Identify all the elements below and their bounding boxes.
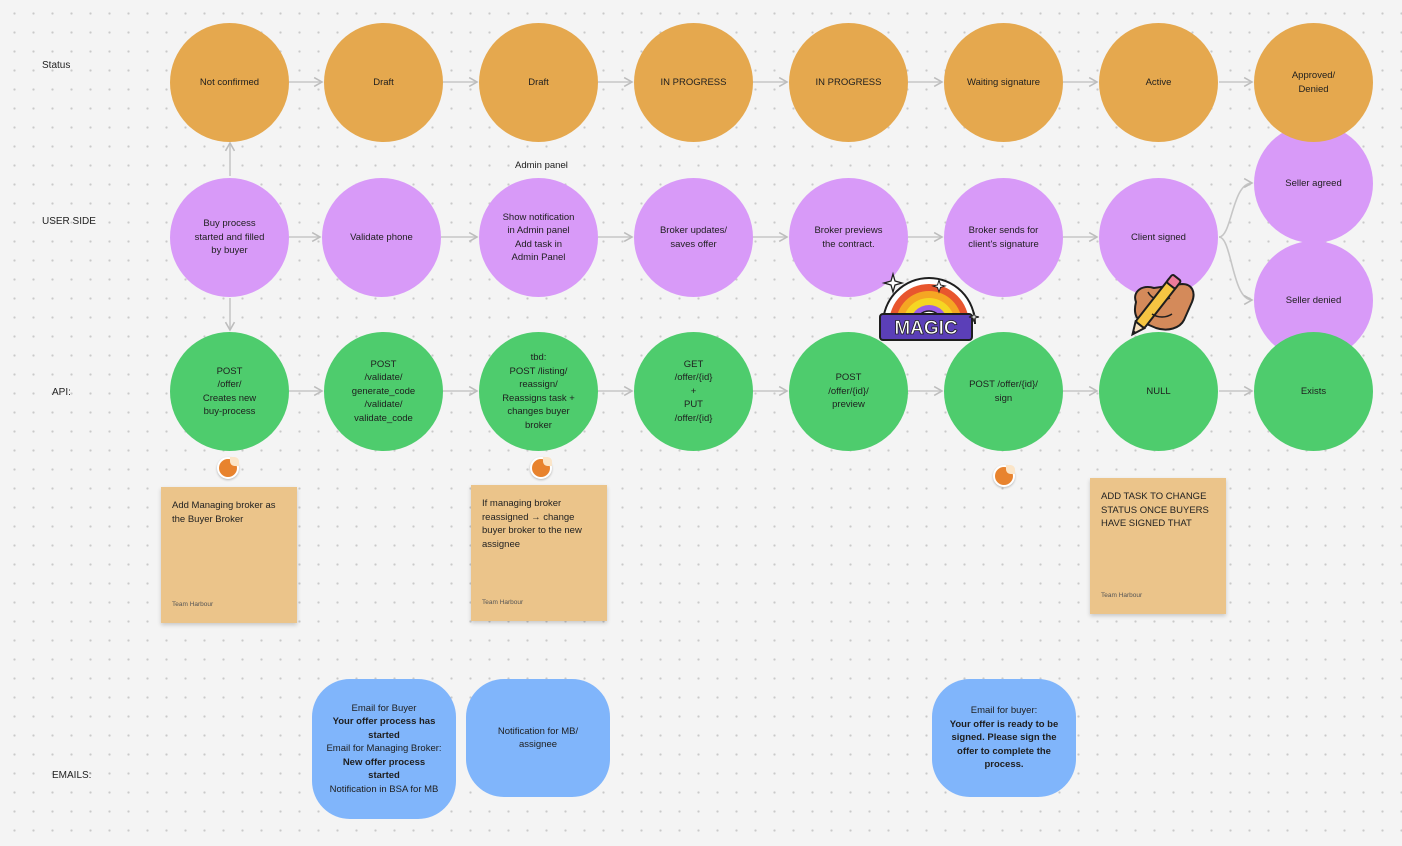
- writing-hand-icon: [1131, 274, 1195, 337]
- user-node[interactable]: Broker previews the contract.: [789, 178, 908, 297]
- email-line: Notification for MB/ assignee: [497, 725, 579, 751]
- email-line: Email for Buyer: [351, 702, 417, 714]
- row-label-user-side: USER SIDE: [42, 216, 96, 227]
- status-node[interactable]: Approved/ Denied: [1254, 23, 1373, 142]
- api-node[interactable]: NULL: [1099, 332, 1218, 451]
- sticky-note-author: Team Harbour: [482, 598, 524, 606]
- status-node[interactable]: Waiting signature: [944, 23, 1063, 142]
- email-subject: Your offer process has started: [332, 716, 436, 741]
- api-node[interactable]: POST /validate/ generate_code /validate/…: [324, 332, 443, 451]
- api-node[interactable]: POST /offer/{id}/ sign: [944, 332, 1063, 451]
- sticky-note-text: Add Managing broker as the Buyer Broker: [172, 500, 276, 525]
- magic-rainbow-sticker-icon: MAGIC: [879, 271, 980, 341]
- sticky-note-author: Team Harbour: [1101, 591, 1143, 599]
- email-subject: Your offer is ready to be signed. Please…: [949, 718, 1059, 771]
- sticky-note[interactable]: ADD TASK TO CHANGE STATUS ONCE BUYERS HA…: [1090, 478, 1226, 614]
- status-node[interactable]: IN PROGRESS: [634, 23, 753, 142]
- sticky-note-author: Team Harbour: [172, 600, 214, 608]
- email-card-buyer-sign[interactable]: Email for buyer: Your offer is ready to …: [932, 679, 1076, 797]
- status-node[interactable]: IN PROGRESS: [789, 23, 908, 142]
- api-node[interactable]: GET /offer/{id} + PUT /offer/{id}: [634, 332, 753, 451]
- status-node[interactable]: Active: [1099, 23, 1218, 142]
- sticky-note[interactable]: Add Managing broker as the Buyer Broker …: [161, 487, 297, 623]
- user-node[interactable]: Broker updates/ saves offer: [634, 178, 753, 297]
- user-node[interactable]: Validate phone: [322, 178, 441, 297]
- sticky-note-text: ADD TASK TO CHANGE STATUS ONCE BUYERS HA…: [1101, 491, 1209, 529]
- user-node[interactable]: Client signed: [1099, 178, 1218, 297]
- email-card-buyer-and-mb[interactable]: Email for Buyer Your offer process has s…: [312, 679, 456, 819]
- user-node[interactable]: Broker sends for client's signature: [944, 178, 1063, 297]
- user-node[interactable]: Buy process started and filled by buyer: [170, 178, 289, 297]
- api-node[interactable]: POST /offer/{id}/ preview: [789, 332, 908, 451]
- email-line: Email for buyer:: [970, 705, 1038, 717]
- connector-to-seller-agreed: [1218, 177, 1254, 238]
- comment-pin-icon[interactable]: [530, 457, 552, 479]
- connector-to-seller-denied: [1218, 236, 1254, 306]
- comment-pin-icon[interactable]: [993, 465, 1015, 487]
- email-line: Email for Managing Broker:: [326, 743, 442, 755]
- status-node[interactable]: Draft: [479, 23, 598, 142]
- user-node[interactable]: Show notification in Admin panel Add tas…: [479, 178, 598, 297]
- row-label-api: API:: [52, 387, 71, 398]
- api-node[interactable]: tbd: POST /listing/ reassign/ Reassigns …: [479, 332, 598, 451]
- email-subject: New offer process started: [342, 756, 426, 782]
- sticky-note-text: If managing broker reassigned → change b…: [482, 498, 582, 550]
- comment-pin-icon[interactable]: [217, 457, 239, 479]
- row-label-status: Status: [42, 60, 71, 71]
- admin-panel-label: Admin panel: [515, 160, 568, 171]
- sticky-note[interactable]: If managing broker reassigned → change b…: [471, 485, 607, 621]
- magic-sticker-text: MAGIC: [894, 318, 958, 339]
- email-line: Notification in BSA for MB: [329, 783, 439, 795]
- status-node[interactable]: Draft: [324, 23, 443, 142]
- notification-card-mb-assignee[interactable]: Notification for MB/ assignee: [466, 679, 610, 797]
- api-node[interactable]: POST /offer/ Creates new buy-process: [170, 332, 289, 451]
- status-node[interactable]: Not confirmed: [170, 23, 289, 142]
- seller-agreed-node[interactable]: Seller agreed: [1254, 124, 1373, 243]
- api-node[interactable]: Exists: [1254, 332, 1373, 451]
- row-label-emails: EMAILS:: [52, 770, 92, 781]
